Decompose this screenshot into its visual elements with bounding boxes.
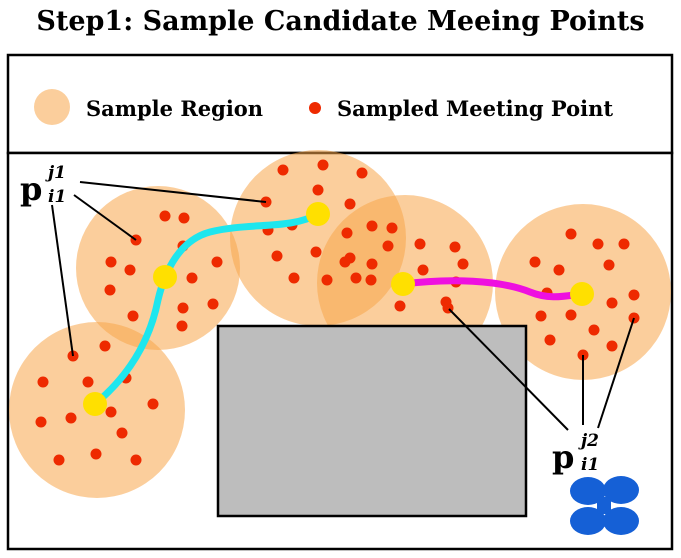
sampled-point xyxy=(130,454,142,466)
meeting-points xyxy=(83,202,594,416)
label-p-j1-i1: p j1 i1 xyxy=(20,163,66,208)
svg-text:p: p xyxy=(552,438,574,476)
sampled-point xyxy=(417,264,429,276)
sampled-point xyxy=(288,272,300,284)
sampled-point xyxy=(414,238,426,250)
sampled-point xyxy=(356,167,368,179)
label-p-j2-i1: p j2 i1 xyxy=(552,431,599,476)
sampled-point xyxy=(606,297,618,309)
sampled-point xyxy=(124,264,136,276)
sampled-point xyxy=(588,324,600,336)
sampled-point xyxy=(382,240,394,252)
legend-point-swatch xyxy=(309,102,321,114)
sampled-point xyxy=(529,256,541,268)
sampled-point xyxy=(544,334,556,346)
sampled-point xyxy=(565,309,577,321)
sampled-point xyxy=(271,250,283,262)
sampled-point xyxy=(606,340,618,352)
sampled-point xyxy=(618,238,630,250)
sampled-point xyxy=(116,427,128,439)
sampled-point xyxy=(365,274,377,286)
svg-text:p: p xyxy=(20,170,42,208)
sampled-point xyxy=(535,310,547,322)
svg-text:i1: i1 xyxy=(581,455,599,475)
sampled-point xyxy=(366,220,378,232)
sampled-point xyxy=(159,210,171,222)
sampled-point xyxy=(147,398,159,410)
obstacle xyxy=(216,324,528,518)
sampled-point xyxy=(628,289,640,301)
sampled-point xyxy=(178,212,190,224)
legend-region-label: Sample Region xyxy=(86,96,263,121)
sampled-point xyxy=(211,256,223,268)
sampled-point xyxy=(176,320,188,332)
sampled-point xyxy=(449,241,461,253)
svg-text:i1: i1 xyxy=(48,187,66,207)
sampled-point xyxy=(37,376,49,388)
annotation-lines xyxy=(51,181,635,431)
sampled-point xyxy=(386,222,398,234)
sampled-point xyxy=(105,256,117,268)
svg-text:j1: j1 xyxy=(45,163,66,183)
svg-text:j2: j2 xyxy=(578,431,599,451)
sampled-point xyxy=(317,159,329,171)
sampled-point xyxy=(553,264,565,276)
sampled-point xyxy=(104,284,116,296)
sampled-point xyxy=(65,412,77,424)
path-cyan xyxy=(91,210,322,408)
drone-icon xyxy=(570,476,639,535)
sampled-point xyxy=(344,198,356,210)
sampled-point xyxy=(312,184,324,196)
sampled-point xyxy=(310,246,322,258)
sampled-point xyxy=(339,256,351,268)
legend-region-swatch xyxy=(34,89,70,125)
sampled-point xyxy=(53,454,65,466)
sampled-point xyxy=(565,228,577,240)
sampled-point xyxy=(457,258,469,270)
sampled-point xyxy=(366,258,378,270)
sampled-point xyxy=(105,406,117,418)
sampled-point xyxy=(341,227,353,239)
meeting-point xyxy=(306,202,330,226)
sampled-point xyxy=(394,300,406,312)
sampled-point xyxy=(177,302,189,314)
sampled-point xyxy=(207,298,219,310)
sampled-point xyxy=(592,238,604,250)
meeting-point xyxy=(570,282,594,306)
legend-point-label: Sampled Meeting Point xyxy=(337,96,613,121)
path-magenta xyxy=(399,277,586,301)
meeting-point xyxy=(153,265,177,289)
legend-box xyxy=(6,53,674,155)
sampled-point xyxy=(35,416,47,428)
sampled-point xyxy=(127,310,139,322)
sampled-point xyxy=(321,274,333,286)
sampled-point xyxy=(99,340,111,352)
sampled-point xyxy=(82,376,94,388)
sampled-point xyxy=(186,272,198,284)
diagram-title: Step1: Sample Candidate Meeing Points xyxy=(36,6,645,37)
sampled-point xyxy=(90,448,102,460)
meeting-point xyxy=(391,272,415,296)
sampled-point xyxy=(603,259,615,271)
sampled-point xyxy=(277,164,289,176)
meeting-point xyxy=(83,392,107,416)
sampled-point xyxy=(350,272,362,284)
